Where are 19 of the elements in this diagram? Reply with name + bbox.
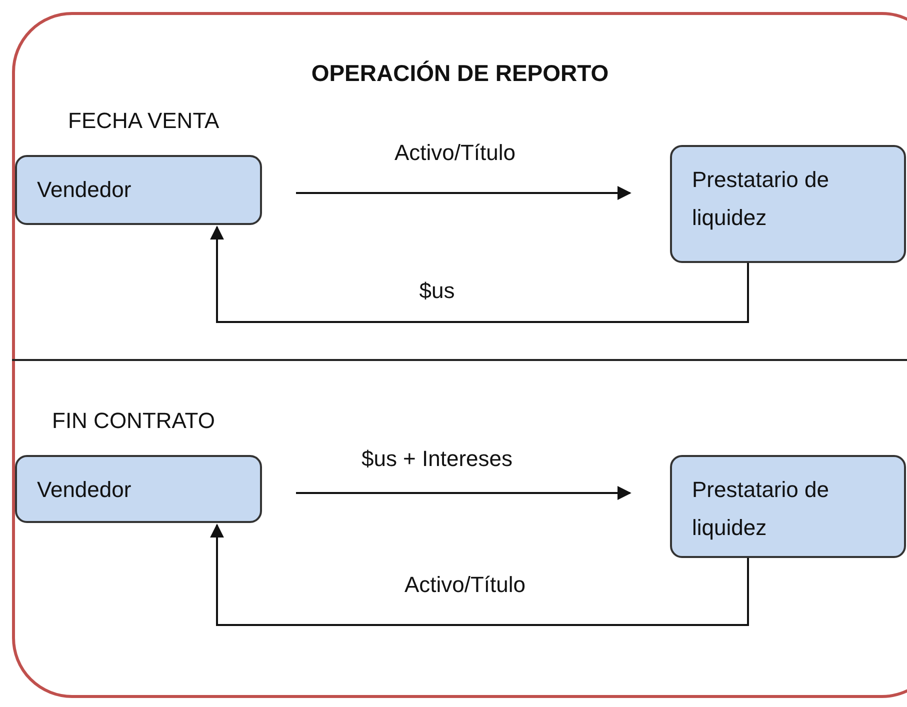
arrow — [210, 524, 749, 626]
box-label: Prestatario de liquidez — [692, 477, 829, 540]
section-label: FIN CONTRATO — [52, 408, 215, 434]
arrow — [210, 226, 749, 323]
edge-label: $us — [418, 278, 456, 304]
arrow — [296, 186, 632, 200]
process-box — [15, 455, 262, 523]
process-box — [670, 455, 906, 558]
box-label: Vendedor — [37, 477, 132, 502]
process-box — [670, 145, 906, 263]
edge-label: Activo/Título — [393, 140, 517, 166]
process-box — [15, 155, 262, 225]
edge-label: $us + Intereses — [360, 446, 514, 472]
edge-label: Activo/Título — [403, 572, 527, 598]
title: OPERACIÓN DE REPORTO — [310, 60, 610, 87]
box-label: Prestatario de liquidez — [692, 167, 829, 230]
section-label: FECHA VENTA — [68, 108, 220, 134]
arrow — [296, 486, 632, 500]
box-label: Vendedor — [37, 177, 132, 202]
